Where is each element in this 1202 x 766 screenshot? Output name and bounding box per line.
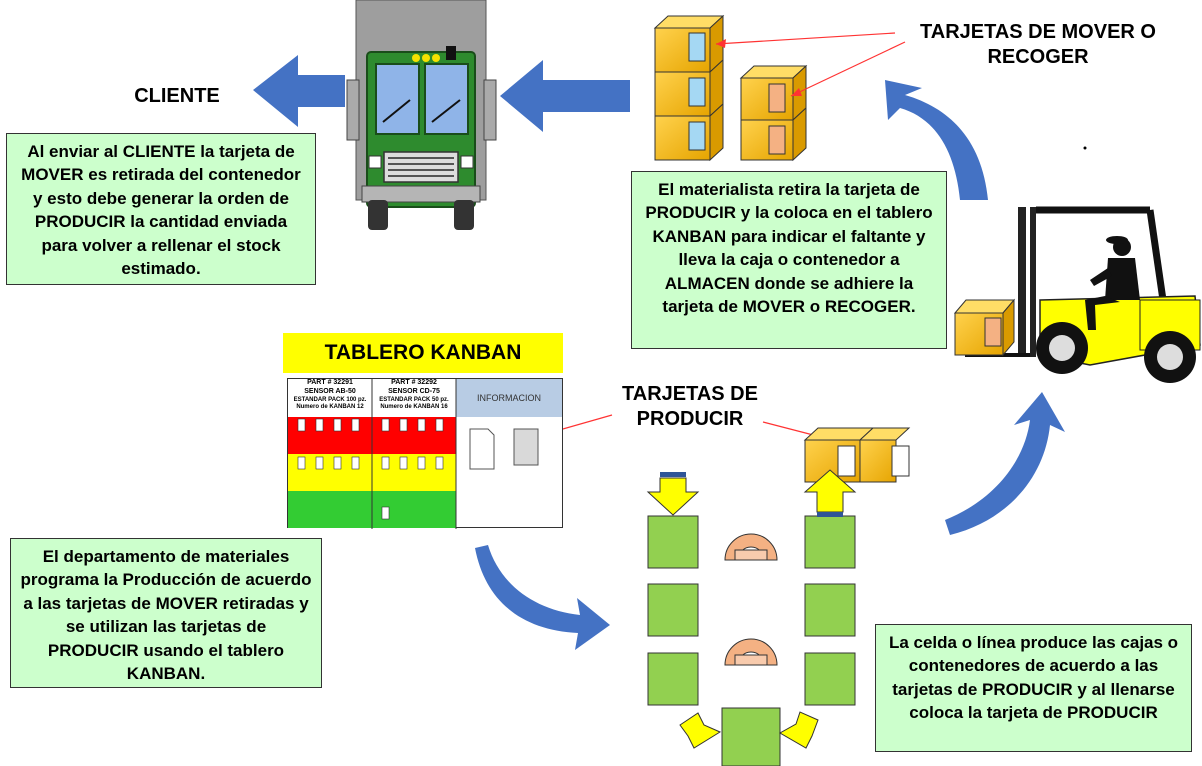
board-info-header: INFORMACION: [456, 379, 562, 417]
curved-arrow-board-to-line: [475, 545, 610, 650]
board-col2-sensor: SENSOR CD-75: [388, 387, 440, 395]
celda-note: La celda o línea produce las cajas o con…: [875, 624, 1192, 752]
pointer-line-mover-2: [790, 41, 906, 97]
tarjetas-mover-label: TARJETAS DE MOVER O RECOGER: [920, 21, 1156, 68]
worker-icons: [724, 533, 778, 666]
kanban-board: PART # 32291 SENSOR AB-50 ESTANDAR PACK …: [287, 378, 563, 529]
forklift-icon: [953, 206, 1201, 383]
flow-arrows-yellow: [646, 469, 857, 749]
board-column-1-header: PART # 32291 SENSOR AB-50 ESTANDAR PACK …: [288, 379, 373, 417]
arrow-to-cliente: [253, 55, 345, 127]
board-col1-part: PART # 32291: [307, 379, 353, 386]
box-stack-right: [739, 64, 808, 162]
board-col1-pack: ESTANDAR PACK 100 pz.: [293, 396, 367, 403]
board-cards: [297, 379, 539, 529]
curved-arrow-line-to-forklift: [945, 392, 1065, 535]
materialista-note: El materialista retira la tarjeta de PRO…: [631, 171, 947, 349]
board-col1-kanban: Numero de KANBAN 12: [296, 404, 364, 410]
tarjetas-producir-label: TARJETAS DE PRODUCIR: [622, 383, 758, 430]
arrow-to-truck: [500, 60, 630, 132]
curved-arrow-forklift-to-boxes: [885, 80, 988, 200]
box-stack-left: [653, 14, 725, 162]
cliente-note: Al enviar al CLIENTE la tarjeta de MOVER…: [6, 133, 316, 285]
board-col1-sensor: SENSOR AB-50: [304, 387, 356, 395]
production-cells: [647, 515, 856, 766]
tablero-kanban-title: TABLERO KANBAN: [283, 333, 563, 373]
board-col2-part: PART # 32292: [391, 379, 437, 386]
cliente-label: CLIENTE: [134, 85, 220, 107]
operator-icon: [1085, 236, 1140, 330]
board-col2-kanban: Numero de KANBAN 16: [380, 404, 448, 410]
board-col2-pack: ESTANDAR PACK 50 pz.: [379, 396, 449, 403]
boxes-production-out: [803, 427, 911, 483]
pointer-line-mover-1: [715, 32, 896, 45]
truck-icon: [346, 0, 497, 230]
materiales-note: El departamento de materiales programa l…: [10, 538, 322, 688]
